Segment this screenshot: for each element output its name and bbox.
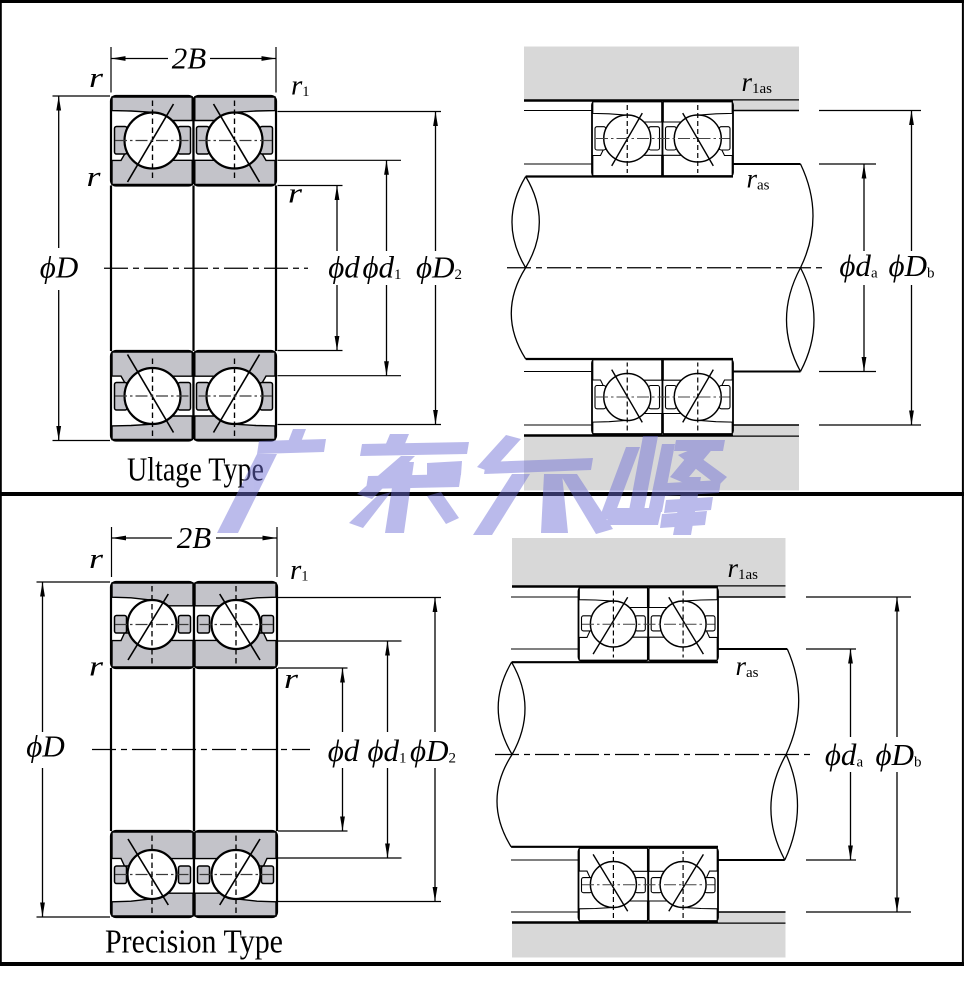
svg-text:ϕD: ϕD [26, 729, 64, 764]
svg-text:r: r [89, 543, 104, 575]
svg-text:r: r [89, 651, 104, 683]
svg-text:ϕD2: ϕD2 [410, 733, 456, 768]
svg-text:r: r [284, 663, 299, 695]
svg-text:ϕD: ϕD [40, 250, 78, 285]
svg-text:ϕD2: ϕD2 [416, 250, 462, 285]
svg-text:Precision Type: Precision Type [105, 924, 283, 961]
svg-text:2B: 2B [172, 41, 207, 76]
svg-text:Ultage Type: Ultage Type [127, 452, 264, 489]
svg-text:2B: 2B [177, 520, 212, 555]
svg-text:r: r [288, 178, 303, 210]
svg-text:ϕd: ϕd [328, 733, 360, 768]
svg-text:ϕDb: ϕDb [876, 737, 922, 772]
svg-text:r: r [89, 62, 104, 94]
svg-text:ϕDb: ϕDb [889, 248, 935, 283]
svg-text:r: r [87, 161, 102, 193]
svg-text:ϕd: ϕd [328, 250, 360, 285]
